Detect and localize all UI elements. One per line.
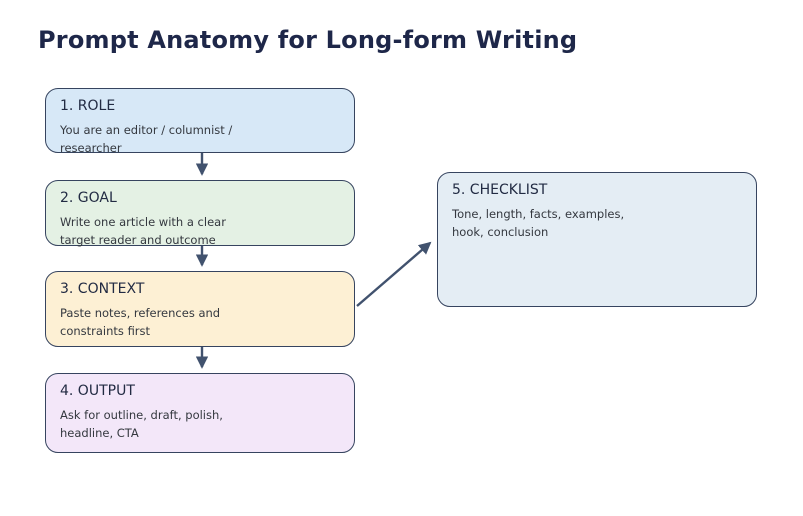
node-checklist-heading: 5. CHECKLIST: [452, 182, 548, 198]
node-role-body-line: researcher: [60, 140, 122, 155]
node-context-heading: 3. CONTEXT: [60, 281, 145, 297]
node-output-heading: 4. OUTPUT: [60, 383, 135, 399]
node-role-body: You are an editor / columnist / research…: [60, 122, 340, 158]
node-goal: 2. GOAL Write one article with a clear t…: [45, 180, 355, 247]
node-context: 3. CONTEXT Paste notes, references and c…: [45, 271, 355, 347]
node-role: 1. ROLE You are an editor / columnist / …: [45, 88, 355, 155]
node-goal-body-line: target reader and outcome: [60, 232, 216, 247]
node-output-body-line: headline, CTA: [60, 425, 139, 440]
node-role-heading: 1. ROLE: [60, 98, 116, 114]
arrow-context-to-checklist: [356, 241, 432, 307]
node-context-body: Paste notes, references and constraints …: [60, 305, 340, 341]
node-output: 4. OUTPUT Ask for outline, draft, polish…: [45, 373, 355, 453]
node-context-body-line: Paste notes, references and: [60, 306, 221, 320]
page-title: Prompt Anatomy for Long-form Writing: [38, 26, 578, 54]
node-output-body: Ask for outline, draft, polish, headline…: [60, 407, 340, 443]
node-goal-heading: 2. GOAL: [60, 190, 117, 206]
node-context-body-line: constraints first: [60, 323, 151, 338]
node-checklist-body-line: Tone, length, facts, examples,: [452, 207, 625, 221]
node-goal-body: Write one article with a clear target re…: [60, 214, 340, 250]
node-goal-body-line: Write one article with a clear: [60, 215, 226, 229]
node-checklist-body-line: hook, conclusion: [452, 224, 549, 239]
node-role-body-line: You are an editor / columnist /: [60, 123, 233, 137]
node-checklist: 5. CHECKLIST Tone, length, facts, exampl…: [437, 172, 757, 307]
node-checklist-body: Tone, length, facts, examples, hook, con…: [452, 206, 742, 242]
node-output-body-line: Ask for outline, draft, polish,: [60, 408, 223, 422]
